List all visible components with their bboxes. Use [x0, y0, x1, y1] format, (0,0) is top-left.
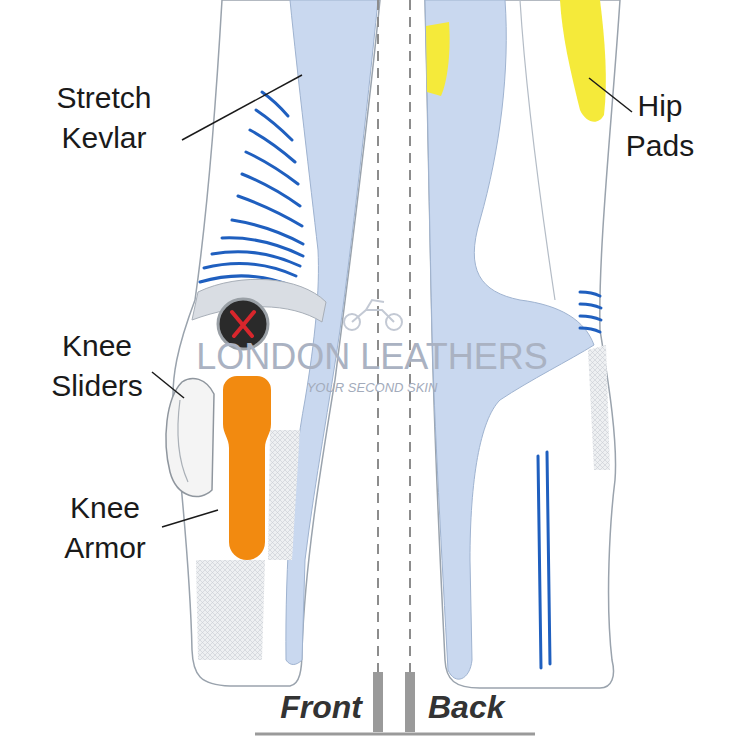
stretch-kevlar-panel: [286, 0, 378, 665]
back-mesh: [588, 345, 610, 470]
watermark-icon: [344, 300, 402, 330]
back-knee-lines: [580, 292, 601, 332]
hip-pad: [560, 0, 606, 122]
leader-line: [152, 75, 632, 527]
callout-label: Stretch Kevlar: [26, 78, 182, 158]
calf-lines: [538, 452, 550, 668]
mesh-panel: [268, 430, 300, 560]
hip-pad: [426, 22, 450, 96]
callout-label: Knee Armor: [38, 488, 172, 568]
base-post: [405, 672, 415, 732]
knee-armor: [223, 376, 271, 560]
back-seam: [520, 0, 555, 300]
callout-label: Knee Sliders: [30, 326, 164, 406]
watermark-tagline: YOUR SECOND SKIN: [272, 380, 472, 396]
knee-slider-edge: [178, 400, 188, 482]
knee-logo-mark: [232, 312, 254, 336]
knee-slider: [166, 378, 214, 496]
mesh-panel: [196, 560, 265, 660]
base-line: [255, 733, 535, 736]
base-post: [373, 672, 383, 732]
view-label: Front: [250, 688, 362, 726]
watermark-text: LONDON LEATHERS: [172, 336, 572, 378]
callout-label: Hip Pads: [610, 86, 710, 166]
view-label: Back: [428, 688, 540, 726]
